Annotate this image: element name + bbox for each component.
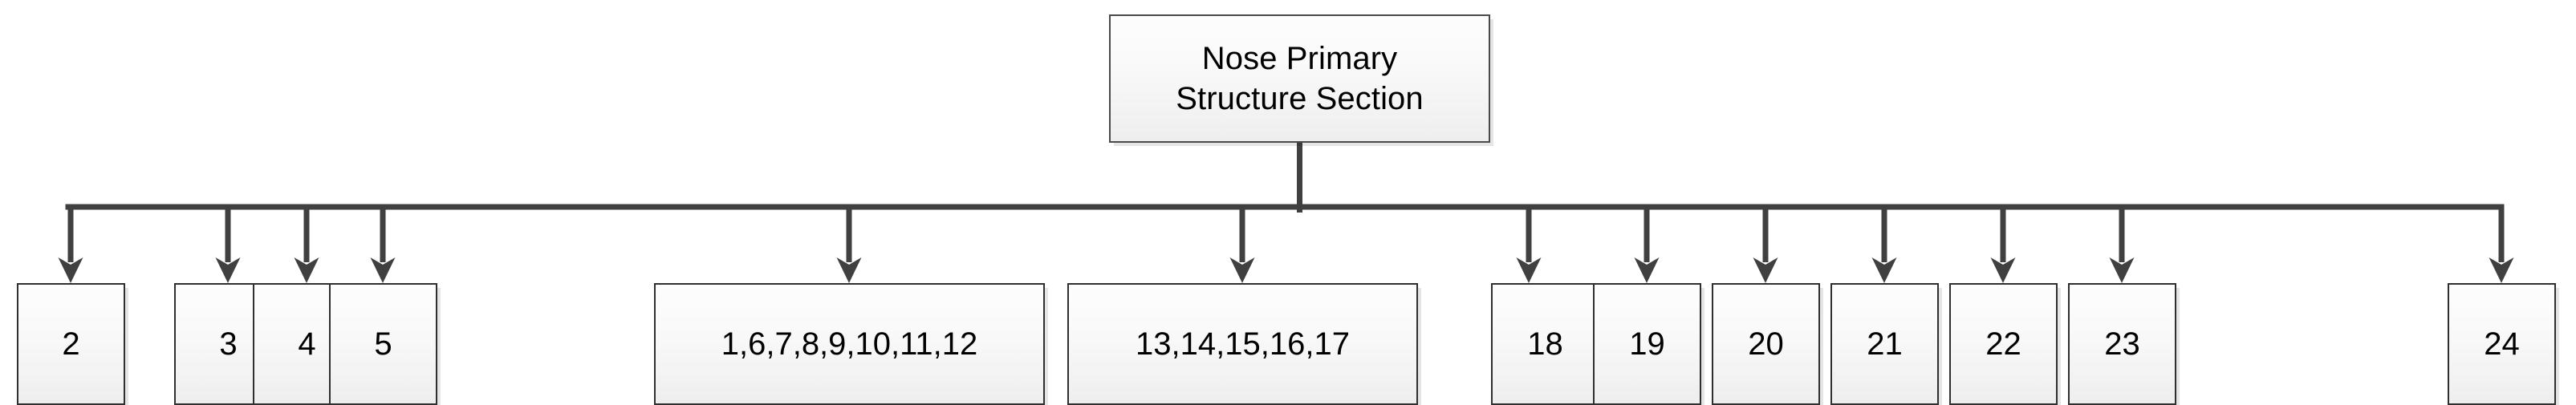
arrowhead-icon-2 (58, 257, 83, 283)
node-leaf-5[interactable]: 5 (329, 283, 437, 405)
node-leaf-20[interactable]: 20 (1712, 283, 1820, 405)
arrowhead-icon-18 (1516, 257, 1542, 283)
node-leaf-label: 20 (1748, 326, 1784, 362)
arrowhead-icon-21 (1871, 257, 1897, 283)
node-root-label: Nose Primary Structure Section (1176, 41, 1424, 116)
node-leaf-label: 22 (1985, 326, 2021, 362)
node-leaf-label: 21 (1867, 326, 1903, 362)
node-leaf-label: 1,6,7,8,9,10,11,12 (721, 326, 978, 362)
node-leaf-label: 19 (1629, 326, 1665, 362)
node-leaf-label: 13,14,15,16,17 (1136, 326, 1350, 362)
connector-stem-1-6-7-8-9-10-11-12 (846, 204, 852, 262)
node-leaf-label: 4 (298, 326, 316, 362)
node-leaf-label: 23 (2104, 326, 2140, 362)
connector-stem-2 (67, 204, 74, 262)
arrowhead-icon-22 (1990, 257, 2016, 283)
connector-stem-3 (225, 204, 231, 262)
connector-stem-23 (2119, 204, 2125, 262)
node-leaf-1-6-7-8-9-10-11-12[interactable]: 1,6,7,8,9,10,11,12 (654, 283, 1045, 405)
arrowhead-icon-4 (294, 257, 319, 283)
arrowhead-icon-24 (2489, 257, 2514, 283)
arrowhead-icon-1-6-7-8-9-10-11-12 (836, 257, 862, 283)
node-leaf-13-14-15-16-17[interactable]: 13,14,15,16,17 (1067, 283, 1418, 405)
node-leaf-23[interactable]: 23 (2068, 283, 2176, 405)
connector-bus (65, 204, 2505, 210)
connector-stem-4 (303, 204, 310, 262)
node-leaf-21[interactable]: 21 (1830, 283, 1939, 405)
arrowhead-icon-20 (1753, 257, 1778, 283)
connector-stem-19 (1644, 204, 1650, 262)
node-leaf-label: 18 (1527, 326, 1563, 362)
connector-stem-21 (1881, 204, 1887, 262)
connector-stem-5 (380, 204, 386, 262)
connector-root-stem (1297, 143, 1302, 213)
node-leaf-24[interactable]: 24 (2448, 283, 2556, 405)
arrowhead-icon-23 (2109, 257, 2135, 283)
connector-stem-24 (2498, 204, 2505, 262)
arrowhead-icon-13-14-15-16-17 (1229, 257, 1255, 283)
connector-group (58, 143, 2514, 283)
connector-stem-13-14-15-16-17 (1239, 204, 1245, 262)
node-leaf-19[interactable]: 19 (1593, 283, 1701, 405)
connector-stem-22 (2000, 204, 2006, 262)
connector-stem-18 (1526, 204, 1532, 262)
node-leaf-label: 5 (374, 326, 392, 362)
arrowhead-icon-19 (1634, 257, 1660, 283)
arrowhead-icon-5 (370, 257, 396, 283)
connector-stem-20 (1762, 204, 1769, 262)
node-leaf-label: 2 (62, 326, 80, 362)
arrowhead-icon-3 (215, 257, 241, 283)
node-root-nose-primary-structure-section[interactable]: Nose Primary Structure Section (1109, 14, 1490, 143)
node-leaf-2[interactable]: 2 (17, 283, 125, 405)
node-leaf-18[interactable]: 18 (1491, 283, 1599, 405)
node-leaf-22[interactable]: 22 (1949, 283, 2058, 405)
node-leaf-label: 24 (2484, 326, 2520, 362)
node-leaf-label: 3 (219, 326, 238, 362)
